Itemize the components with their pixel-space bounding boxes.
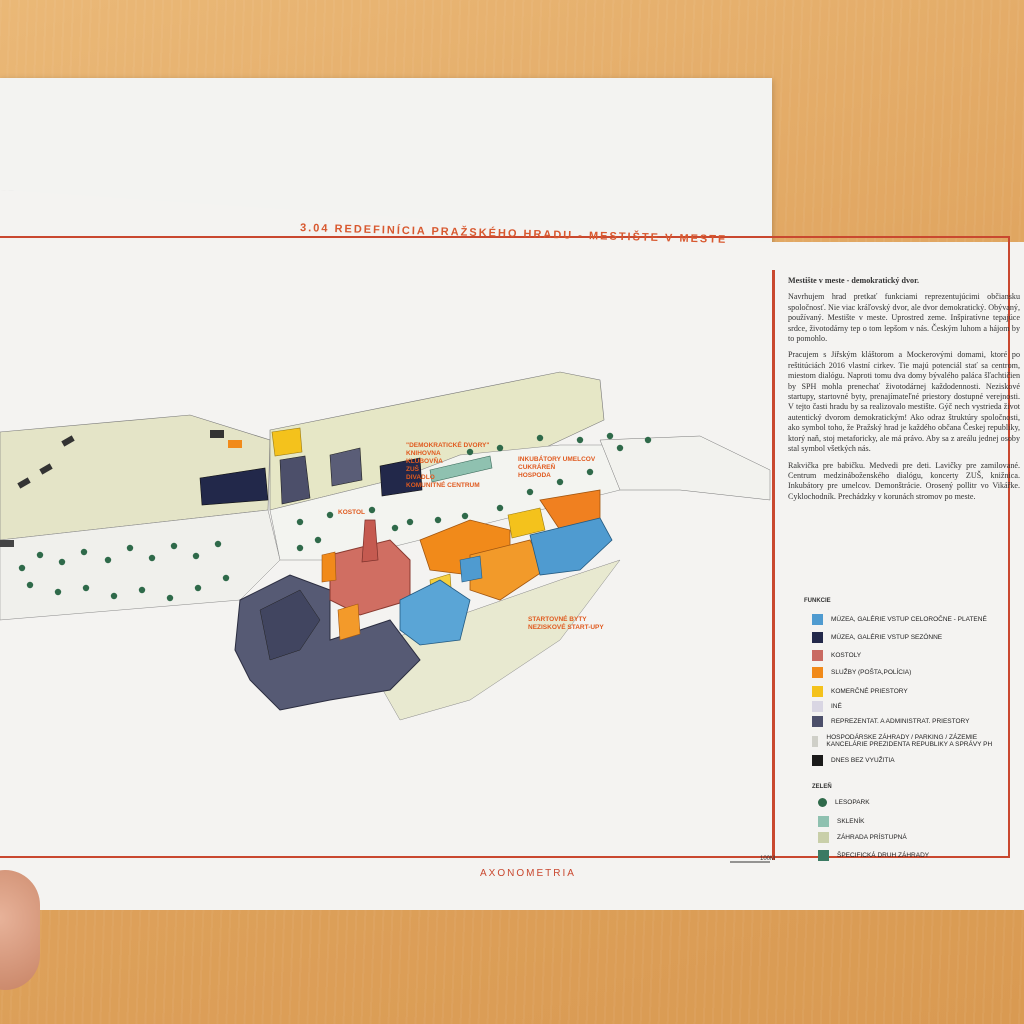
- road-east: [599, 435, 771, 501]
- legend-green-item: Lesopark: [818, 798, 870, 807]
- legend-swatch: [812, 614, 823, 625]
- sheet-frame: [0, 236, 1010, 858]
- label-startovne-byty: Startovné byty Neziskové start-upy: [528, 616, 604, 631]
- text-heading: Mestište v meste - demokratický dvor.: [788, 276, 919, 285]
- museum-east: [529, 517, 613, 576]
- services-small: [321, 551, 337, 583]
- legend-label: Kostoly: [831, 652, 862, 659]
- legend-label: Iné: [831, 703, 842, 710]
- hut-5: [210, 430, 224, 438]
- legend-item: Múzea, galérie vstup celoročne - platené: [812, 614, 1012, 625]
- legend-item: Hospodárske záhrady / parking / zázemie …: [812, 734, 1012, 748]
- museum-south: [399, 579, 471, 646]
- legend-label: Lesopark: [835, 799, 870, 806]
- legend-swatch: [812, 735, 819, 747]
- legend-swatch: [812, 686, 823, 697]
- legend-label: Špecifická druh záhrady: [837, 852, 930, 859]
- legend-item: Kostoly: [812, 650, 1012, 661]
- legend-label: Komerčné priestory: [831, 688, 908, 695]
- text-column: Mestište v meste - demokratický dvor. Na…: [788, 276, 1020, 508]
- green-strip: [0, 509, 281, 621]
- sheet-footer: Axonometria: [480, 868, 576, 879]
- paragraph-3: Rakvička pre babičku. Medvedi pre deti. …: [788, 460, 1020, 501]
- legend-swatch: [818, 850, 829, 861]
- commercial-1: [271, 427, 303, 457]
- church-tower: [361, 519, 379, 563]
- legend-label: Skleník: [837, 818, 865, 825]
- legend-item: Služby (pošta,polícia): [812, 667, 1012, 678]
- hut-6: [228, 440, 242, 448]
- legend-swatch: [812, 755, 823, 766]
- legend-label: Záhrada prístupná: [837, 834, 907, 841]
- legend-label: Hospodárske záhrady / parking / zázemie …: [826, 734, 993, 748]
- finger: [0, 870, 40, 990]
- tree-dots: [18, 432, 652, 602]
- legend-label: Dnes bez využitia: [831, 757, 895, 764]
- legend-swatch: [818, 798, 827, 807]
- seasonal-museum-1: [199, 467, 269, 506]
- hut-1: [17, 477, 31, 489]
- paragraph-1: Navrhujem hrad pretkať funkciami repreze…: [788, 292, 1020, 344]
- legend-swatch: [812, 632, 823, 643]
- legend-swatch: [812, 667, 823, 678]
- paragraph-2: Pracujem s Jiřským kláštorom a Mockerový…: [788, 350, 1020, 454]
- legend-functions-heading: Funkcie: [804, 598, 831, 604]
- legend-green-item: Skleník: [818, 816, 864, 827]
- museum-small: [459, 555, 483, 583]
- hut-3: [61, 435, 75, 447]
- greenhouse: [429, 455, 493, 483]
- legend-green-heading: Zeleň: [812, 784, 832, 790]
- legend-swatch: [818, 816, 829, 827]
- legend-item: Komerčné priestory: [812, 686, 1012, 697]
- legend-item: Múzea, galérie vstup sezónne: [812, 632, 1012, 643]
- hut-4: [0, 540, 14, 547]
- column-divider: [772, 270, 775, 860]
- legend-label: Reprezentat. a administrat. priestory: [831, 718, 970, 725]
- legend-green-item: Záhrada prístupná: [818, 832, 907, 843]
- lower-slope: [359, 559, 621, 721]
- legend-swatch: [812, 716, 823, 727]
- legend-label: Múzea, galérie vstup celoročne - platené: [831, 616, 987, 623]
- seasonal-museum-2: [379, 457, 423, 497]
- legend-label: Služby (pošta,polícia): [831, 669, 912, 676]
- hut-2: [39, 463, 53, 475]
- scale-label: 100m: [760, 856, 776, 862]
- legend-swatch: [812, 650, 823, 661]
- commercial-2: [507, 507, 546, 539]
- label-inkubatory: Inkubátory umelcov Cukráreň Hospoda: [518, 456, 596, 479]
- legend-green-item: Špecifická druh záhrady: [818, 850, 929, 861]
- representation-1: [279, 455, 311, 505]
- legend-label: Múzea, galérie vstup sezónne: [831, 634, 943, 641]
- label-demokraticke-dvory: "Demokratické dvory" Knihovna Klubovňa Z…: [406, 442, 490, 489]
- cathedral-shadow: [259, 589, 321, 661]
- services-block-2: [469, 539, 546, 601]
- legend-swatch: [812, 701, 823, 712]
- representation-2: [329, 447, 363, 487]
- legend-item: Iné: [812, 701, 1012, 712]
- legend-item: Reprezentat. a administrat. priestory: [812, 716, 1012, 727]
- label-kostol: Kostol: [338, 509, 365, 516]
- services-south: [337, 603, 361, 641]
- legend-swatch: [818, 832, 829, 843]
- hill-garden-area: [0, 414, 271, 541]
- legend-item: Dnes bez využitia: [812, 755, 1012, 766]
